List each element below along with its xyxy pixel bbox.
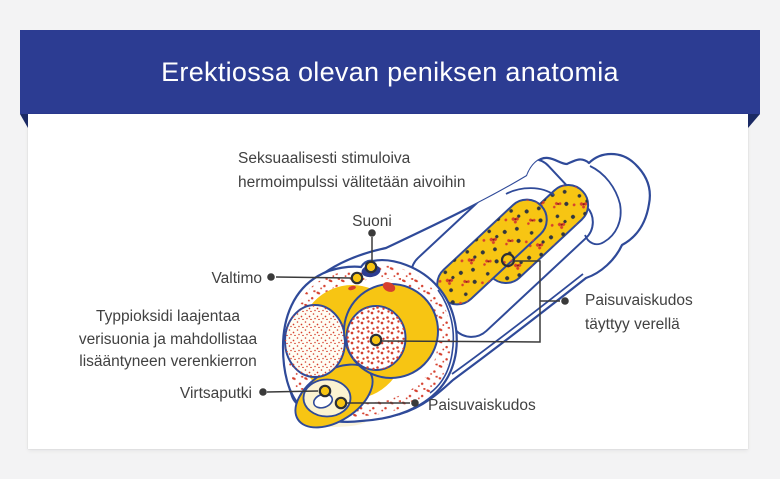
label-artery: Valtimo: [211, 270, 262, 287]
note-nitric-oxide-line2: verisuonia ja mahdollistaa: [78, 330, 258, 348]
note-nerve-impulse-line1: Seksuaalisesti stimuloiva: [238, 150, 411, 167]
label-erectile-tissue: Paisuvaiskudos: [428, 397, 536, 414]
label-vein: Suoni: [352, 213, 392, 230]
note-nitric-oxide-line1: Typpioksidi laajentaa: [96, 308, 240, 325]
note-nerve-impulse: Seksuaalisesti stimuloiva hermoimpulssi …: [238, 147, 465, 195]
note-nitric-oxide-line3: lisääntyneen verenkierron: [79, 353, 257, 370]
note-nerve-impulse-line2: hermoimpulssi välitetään aivoihin: [238, 174, 466, 191]
banner-fold-right: [748, 114, 760, 128]
label-erectile-tissue-fills-line2: täyttyy verellä: [585, 316, 680, 333]
page-title: Erektiossa olevan peniksen anatomia: [161, 57, 619, 87]
banner-fold-left: [20, 114, 28, 128]
note-nitric-oxide: Typpioksidi laajentaa verisuonia ja mahd…: [66, 306, 270, 374]
label-erectile-tissue-fills: Paisuvaiskudos täyttyy verellä: [585, 289, 693, 337]
label-urethra: Virtsaputki: [179, 385, 252, 402]
label-erectile-tissue-fills-line1: Paisuvaiskudos: [585, 292, 693, 309]
title-banner: Erektiossa olevan peniksen anatomia: [20, 30, 760, 114]
